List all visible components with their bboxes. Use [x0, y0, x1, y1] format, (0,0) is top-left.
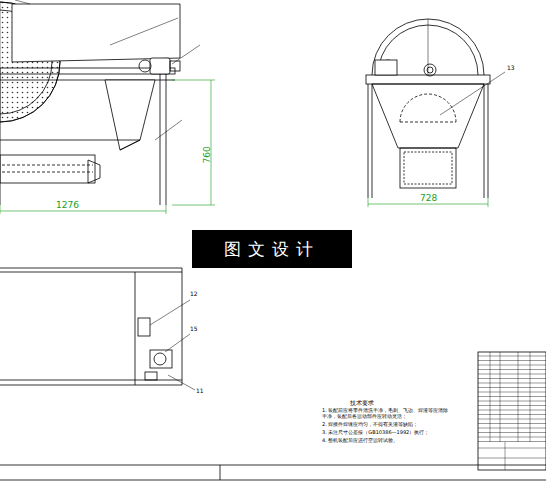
watermark-box: 图文设计	[192, 230, 352, 268]
notes-heading: 技术要求	[350, 400, 374, 407]
note-line: 3. 未注尺寸公差按（GB10386—1992）执行；	[322, 430, 450, 436]
callout-number: 12	[190, 291, 198, 298]
note-line: 4. 整机装配后应进行空运转试验。	[322, 438, 450, 444]
dimension: 728	[420, 194, 437, 204]
callout-number: 13	[507, 65, 515, 72]
callout-number: 11	[196, 388, 204, 395]
note-line: 2. 焊接件焊缝应均匀，不得有夹渣等缺陷；	[322, 422, 450, 428]
dimension: 1276	[56, 201, 79, 211]
dimension: 760	[203, 146, 213, 163]
callout-number: 15	[190, 326, 198, 333]
watermark-text: 图文设计	[224, 238, 320, 261]
note-line: 1. 装配前应将零件清洗干净，毛刺、飞边、焊渣等应清除干净，装配后各运动部件应转…	[322, 408, 450, 419]
